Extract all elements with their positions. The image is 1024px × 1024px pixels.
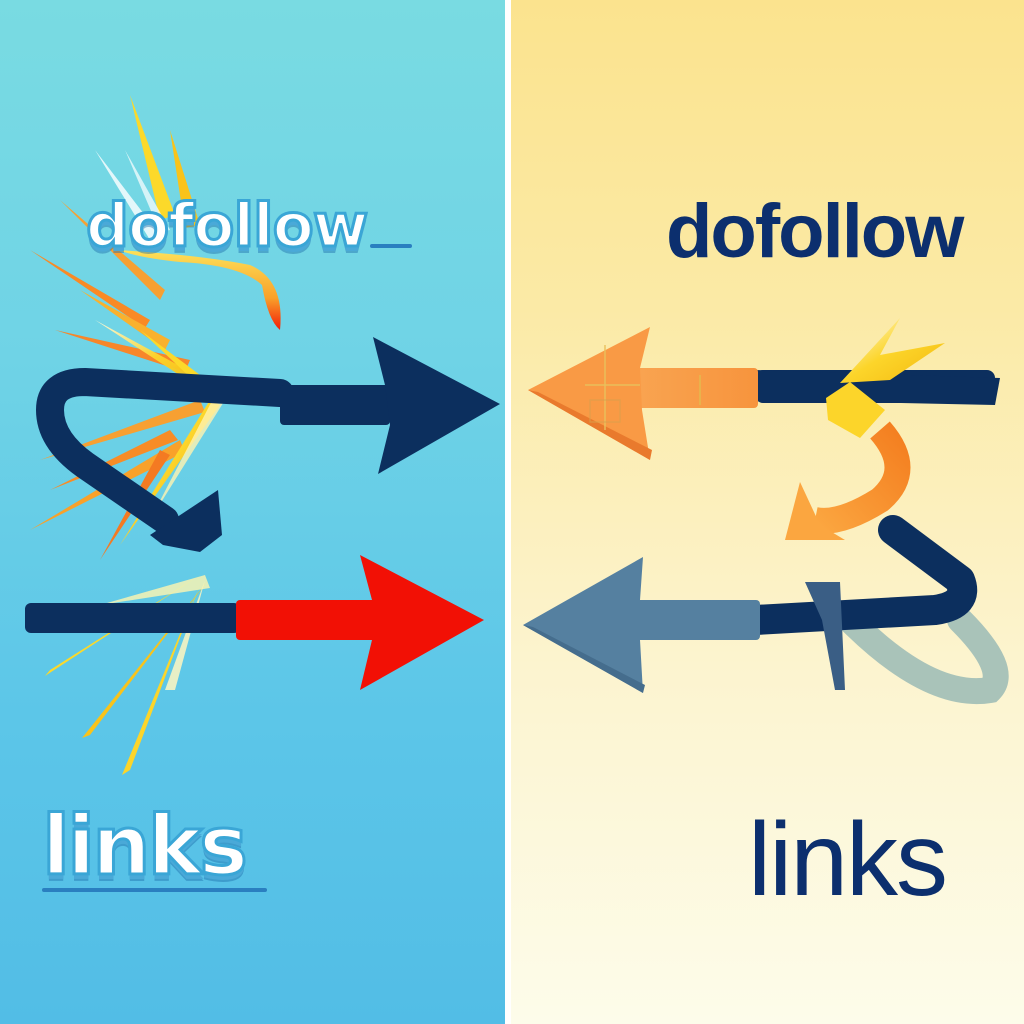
burst-icon-top: [30, 95, 281, 372]
orange-left-arrow: [528, 318, 1000, 460]
right-links-heading: links: [748, 802, 948, 918]
curved-orange-arrow: [785, 382, 911, 540]
left-dofollow-underline: [370, 244, 412, 248]
navy-red-arrow: [25, 555, 484, 775]
curved-navy-arrow: [30, 320, 500, 560]
panel-divider: [505, 0, 511, 1024]
left-links-underline: [42, 888, 267, 892]
right-panel: [511, 0, 1024, 1024]
right-dofollow-heading: dofollow: [666, 189, 964, 274]
left-panel: [0, 0, 505, 1024]
left-links-heading: links: [41, 799, 250, 894]
left-dofollow-heading: dofollow: [84, 191, 369, 261]
steel-blue-left-arrow: [523, 515, 1009, 705]
